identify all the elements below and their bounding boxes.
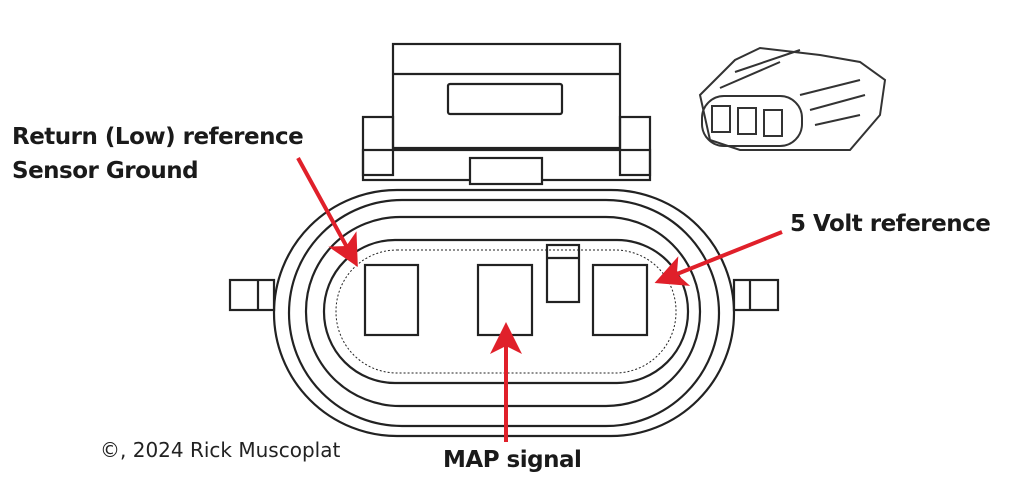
pin-c bbox=[591, 263, 649, 337]
connector-thumbnail bbox=[698, 46, 887, 151]
label-sensor-ground: Sensor Ground bbox=[12, 158, 199, 184]
key-tab bbox=[545, 243, 581, 304]
arrow-5v bbox=[654, 230, 783, 286]
label-map-signal: MAP signal bbox=[443, 447, 582, 473]
arrow-ground bbox=[296, 157, 358, 268]
pointer-arrows bbox=[296, 157, 783, 442]
pin-b bbox=[476, 263, 534, 337]
pin-a bbox=[363, 263, 420, 337]
label-return-low-reference: Return (Low) reference bbox=[12, 124, 304, 150]
connector-body bbox=[228, 42, 780, 438]
label-5-volt-reference: 5 Volt reference bbox=[790, 211, 991, 237]
copyright-text: ©, 2024 Rick Muscoplat bbox=[100, 438, 341, 462]
